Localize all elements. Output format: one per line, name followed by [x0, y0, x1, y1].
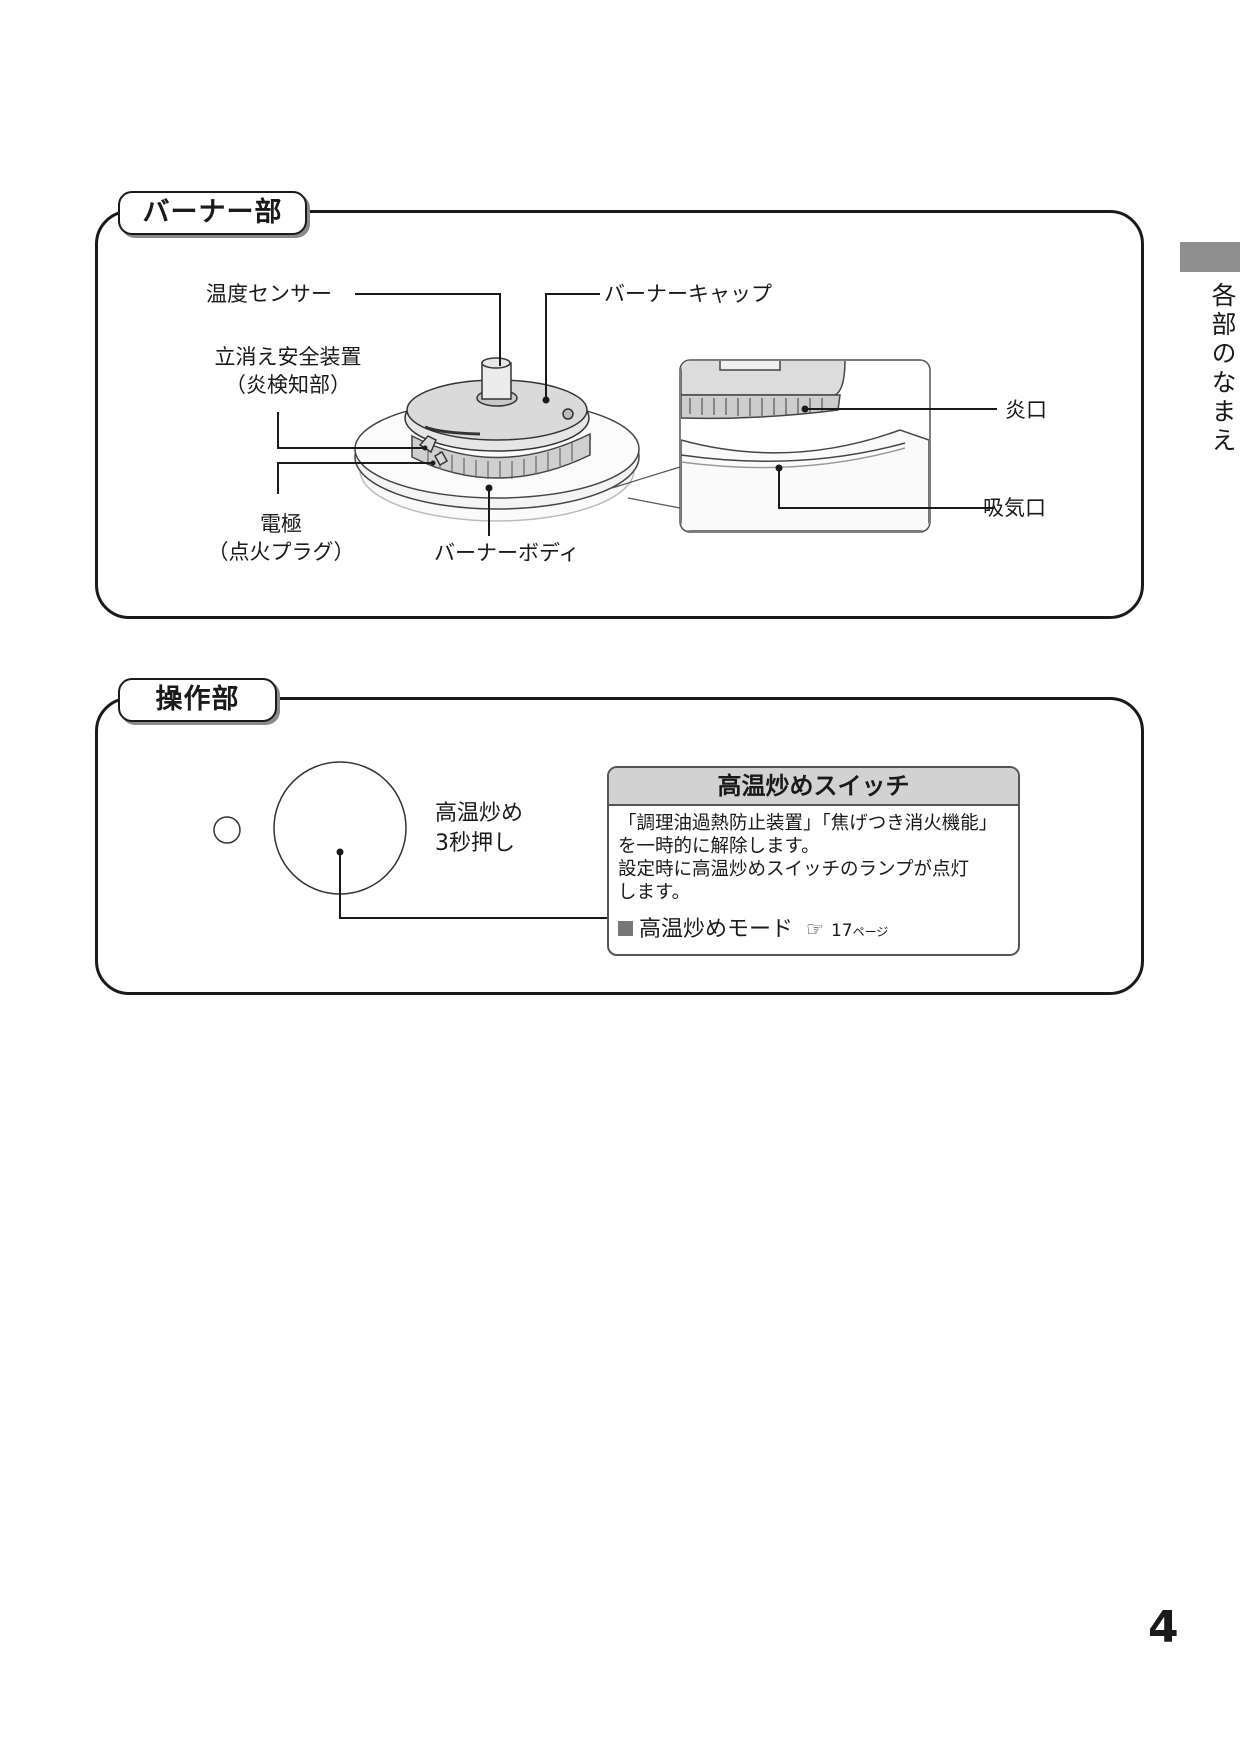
- burner-diagram: [277, 293, 997, 536]
- knob-label: 高温炒め 3秒押し: [435, 799, 523, 859]
- infobox-line1: 「調理油過熱防止装置」「焦げつき消火機能」: [618, 813, 998, 834]
- label-electrode-line1: 電極: [260, 512, 302, 536]
- high-temp-switch-infobox: 高温炒めスイッチ 「調理油過熱防止装置」「焦げつき消火機能」 を一時的に解除しま…: [607, 766, 1020, 956]
- burner-section-title: バーナー部: [118, 191, 307, 235]
- infobox-line2: を一時的に解除します。: [618, 836, 820, 857]
- infobox-line4: します。: [618, 882, 691, 903]
- control-section-title: 操作部: [118, 678, 277, 722]
- page-reference-number: 17: [830, 921, 853, 941]
- zoom-inset: [679, 359, 931, 533]
- page-reference-unit: ページ: [852, 925, 889, 939]
- page-reference-link[interactable]: 17ページ: [831, 921, 888, 941]
- label-burner-cap: バーナーキャップ: [604, 282, 772, 306]
- label-electrode: 電極 （点火プラグ）: [196, 510, 366, 566]
- label-flame-port: 炎口: [1005, 398, 1047, 422]
- burner-body-illustration: [354, 357, 640, 522]
- page-number: 4: [1148, 1602, 1179, 1653]
- knob-label-line1: 高温炒め: [435, 801, 524, 826]
- label-electrode-line2: （点火プラグ）: [207, 540, 355, 564]
- mode-reference: 高温炒めモード ☞ 17ページ: [618, 914, 1009, 947]
- label-burner-body: バーナーボディ: [434, 541, 580, 565]
- pointing-hand-icon: ☞: [806, 917, 824, 941]
- square-bullet-icon: [618, 921, 633, 936]
- infobox-body: 「調理油過熱防止装置」「焦げつき消火機能」 を一時的に解除します。 設定時に高温…: [609, 806, 1018, 947]
- infobox-title: 高温炒めスイッチ: [609, 768, 1018, 806]
- knob-label-line2: 3秒押し: [435, 831, 515, 856]
- label-safety-device-line2: （炎検知部）: [225, 373, 351, 397]
- label-safety-device-line1: 立消え安全装置: [214, 345, 362, 369]
- side-tab-marker: [1180, 242, 1240, 272]
- lamp-indicator: [213, 816, 241, 844]
- burner-section-box: [95, 210, 1144, 619]
- infobox-line3: 設定時に高温炒めスイッチのランプが点灯: [618, 859, 969, 880]
- label-air-intake: 吸気口: [983, 496, 1046, 520]
- mode-label: 高温炒めモード: [639, 917, 794, 942]
- control-diagram: [213, 761, 607, 919]
- label-temp-sensor: 温度センサー: [206, 282, 332, 306]
- side-tab-label: 各部のなまえ: [1208, 282, 1237, 456]
- label-safety-device: 立消え安全装置 （炎検知部）: [198, 343, 378, 399]
